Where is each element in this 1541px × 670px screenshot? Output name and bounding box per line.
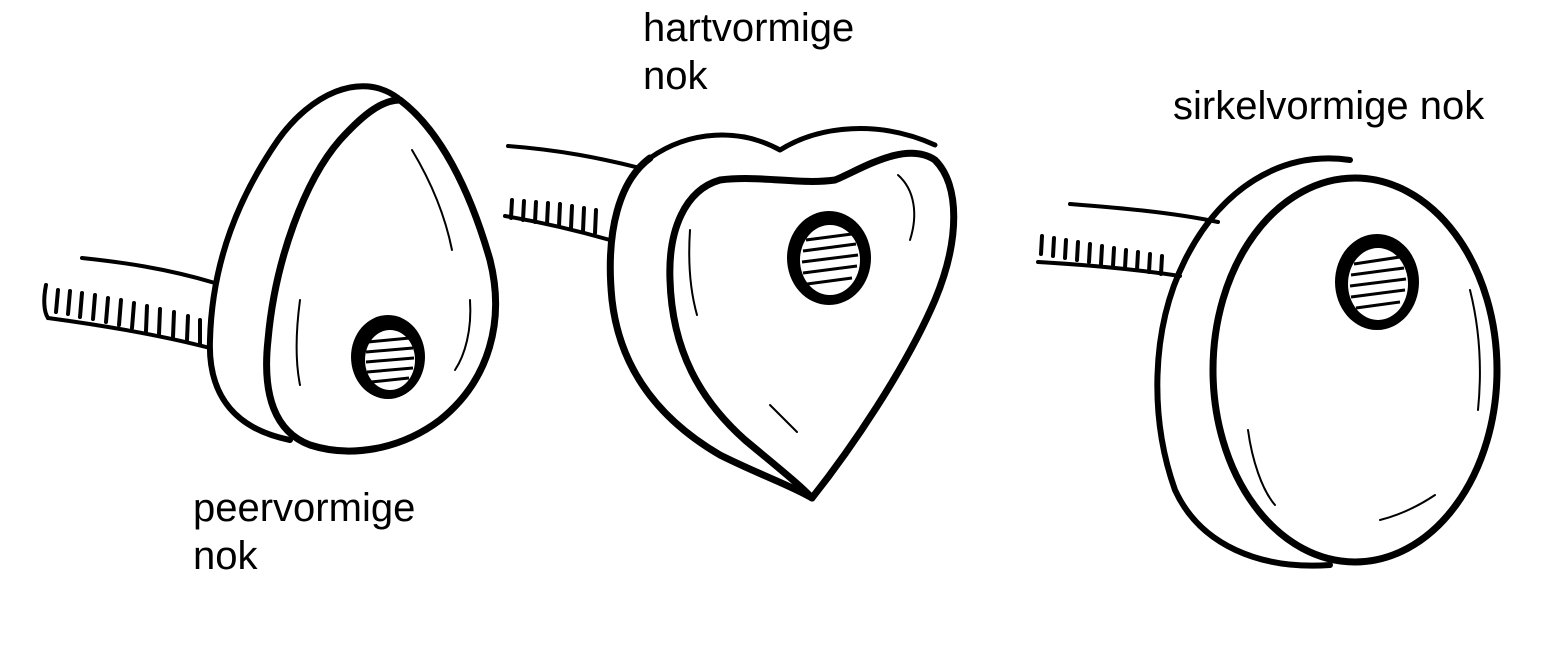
pear-cam-label: peervormige nok [193,484,415,580]
pear-cam-label-line1: peervormige [193,486,416,530]
pear-cam [42,83,499,455]
heart-cam-shaft [503,144,642,242]
pear-cam-hole [351,315,425,399]
heart-cam-label-line2: nok [643,54,708,98]
pear-cam-label-line2: nok [193,534,258,578]
circle-cam [1036,155,1501,569]
heart-cam-front [666,149,958,502]
pear-cam-shaft [42,256,217,350]
circle-cam-back [1154,155,1353,569]
circle-cam-hole [1335,234,1419,330]
pear-cam-front [263,96,499,455]
circle-cam-label: sirkelvormige nok [1173,82,1484,130]
circle-cam-shaft [1036,202,1220,278]
heart-cam-back [606,154,816,502]
circle-cam-front [1209,174,1501,566]
heart-cam-hole [787,211,871,305]
heart-cam-label: hartvormige nok [643,4,854,100]
heart-cam-label-line1: hartvormige [643,6,855,50]
pear-cam-back [206,83,401,443]
heart-cam [503,126,958,502]
circle-cam-label-line1: sirkelvormige nok [1173,84,1485,128]
